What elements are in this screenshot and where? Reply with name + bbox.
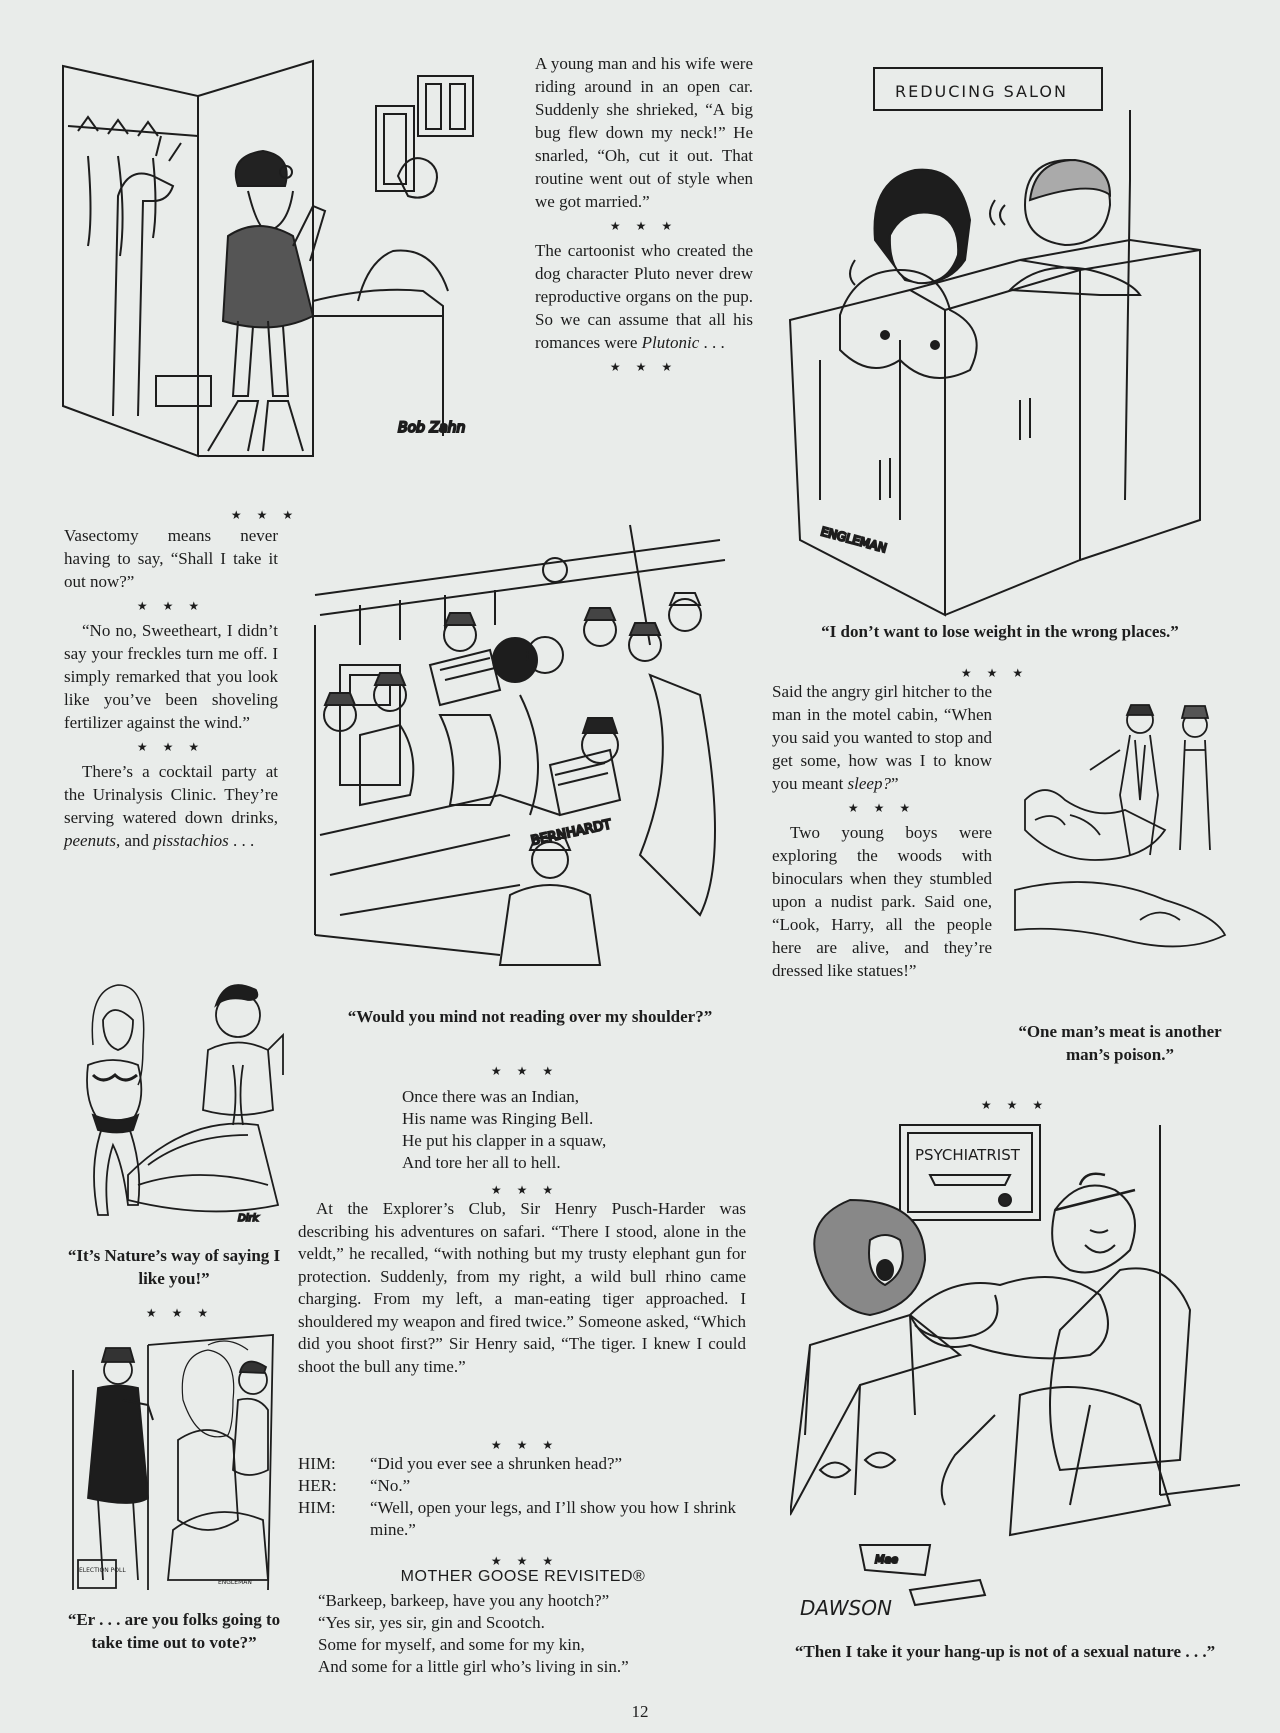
caption-psych: “Then I take it your hang-up is not of a… <box>794 1642 1216 1661</box>
mother-goose-title: MOTHER GOOSE REVISITED® <box>400 1568 646 1585</box>
page-number: 12 <box>631 1702 649 1721</box>
separator: ★ ★ ★ <box>490 1554 560 1568</box>
signature-engleman-2: ENGLEMAN <box>218 1579 252 1586</box>
signature-engleman: ENGLEMAN <box>819 524 888 555</box>
caption-subway: “Would you mind not reading over my shou… <box>347 1007 713 1026</box>
verse-indian: Once there was an Indian, His name was R… <box>402 1087 607 1172</box>
joke-freckles: “No no, Sweetheart, I didn’t say your fr… <box>64 621 278 732</box>
cartoon-psychiatrist: PSYCHIATRIST Mae DAWSON <box>790 1115 1240 1635</box>
separator: ★ ★ ★ <box>980 1098 1050 1112</box>
joke-column-right: Said the angry girl hitcher to the man i… <box>772 680 992 982</box>
verse-mother-goose: “Barkeep, barkeep, have you any hootch?”… <box>318 1591 629 1676</box>
separator: ★ ★ ★ <box>960 666 1030 680</box>
sign-psychiatrist: PSYCHIATRIST <box>915 1146 1021 1164</box>
panties-tag: Mae <box>875 1553 898 1566</box>
joke-bug: A young man and his wife were riding aro… <box>535 54 753 211</box>
caption-salon: “I don’t want to lose weight in the wron… <box>821 622 1179 641</box>
separator: ★ ★ ★ <box>490 1064 560 1078</box>
cartoon-santa-closet: Bob Zahn <box>58 56 513 496</box>
signature-bernhardt: BERNHARDT <box>530 817 613 849</box>
caption-vote: “Er . . . are you folks going to take ti… <box>67 1610 281 1652</box>
separator: ★ ★ ★ <box>136 740 206 754</box>
speaker: HIM: <box>298 1454 336 1473</box>
separator: ★ ★ ★ <box>609 219 679 233</box>
caption-meat: “One man’s meat is another man’s poison.… <box>1018 1022 1222 1064</box>
joke-hitcher: Said the angry girl hitcher to the man i… <box>772 682 992 793</box>
cartoon-reducing-salon: REDUCING SALON ENGLEMAN <box>780 60 1210 620</box>
sign-reducing-salon: REDUCING SALON <box>895 82 1068 101</box>
separator: ★ ★ ★ <box>230 508 300 522</box>
speaker: HER: <box>298 1476 337 1495</box>
joke-nudist: Two young boys were exploring the woods … <box>772 823 992 980</box>
joke-cocktail: There’s a cocktail party at the Urinalys… <box>64 762 278 850</box>
separator: ★ ★ ★ <box>609 360 679 374</box>
cartoon-natures-way: Dirk <box>68 975 288 1230</box>
dialogue-shrunken-head: HIM:“Did you ever see a shrunken head?” … <box>298 1454 736 1539</box>
joke-column-top: A young man and his wife were riding aro… <box>535 52 753 380</box>
separator: ★ ★ ★ <box>136 599 206 613</box>
separator: ★ ★ ★ <box>490 1438 560 1452</box>
separator: ★ ★ ★ <box>847 801 917 815</box>
joke-vasectomy: Vasectomy means never having to say, “Sh… <box>64 526 278 591</box>
joke-explorer: At the Explorer’s Club, Sir Henry Pusch-… <box>298 1199 746 1376</box>
briefcase-label: ELECTION POLL <box>79 1567 126 1574</box>
separator: ★ ★ ★ <box>490 1183 560 1197</box>
signature-dirk: Dirk <box>238 1213 260 1224</box>
signature-zahn: Bob Zahn <box>398 420 465 436</box>
cartoon-subway: BERNHARDT <box>300 515 740 970</box>
cartoon-election-poll: ELECTION POLL ENGLEMAN <box>68 1330 283 1595</box>
signature-dawson: DAWSON <box>800 1596 892 1620</box>
joke-column-left: Vasectomy means never having to say, “Sh… <box>64 524 278 852</box>
separator: ★ ★ ★ <box>145 1306 215 1320</box>
joke-pluto: The cartoonist who created the dog chara… <box>535 241 753 352</box>
speaker: HIM: <box>298 1498 336 1517</box>
caption-nature: “It’s Nature’s way of saying I like you!… <box>67 1246 281 1288</box>
cartoon-one-mans-meat <box>1010 690 1240 990</box>
